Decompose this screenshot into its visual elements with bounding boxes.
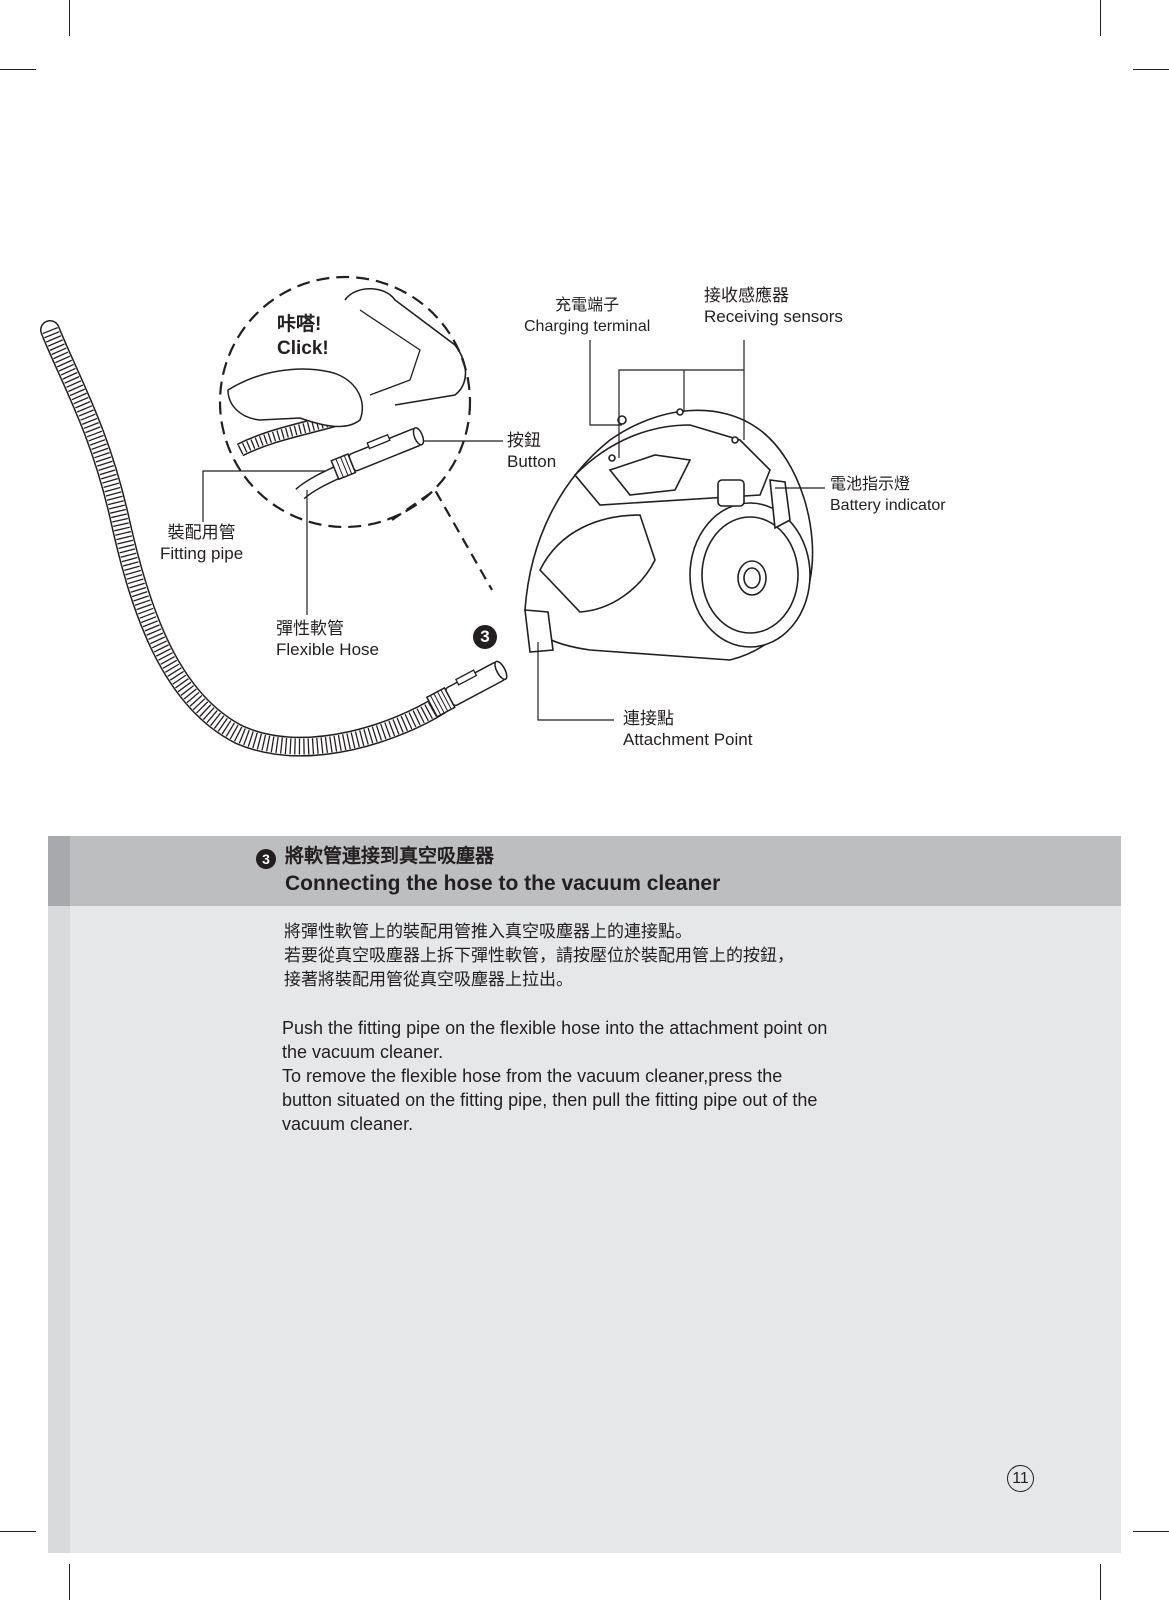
- label-button-en: Button: [507, 452, 557, 471]
- label-charging-terminal-zh: 充電端子: [555, 297, 620, 314]
- step-3-badge: 3: [473, 625, 497, 649]
- label-flexible-hose-en: Flexible Hose: [276, 640, 379, 659]
- label-fitting-pipe-zh: 裝配用管: [167, 523, 236, 542]
- click-callout: 咔嗒! Click!: [277, 313, 329, 361]
- crop-mark: [0, 69, 36, 71]
- label-attachment-point: 連接點 Attachment Point: [623, 708, 752, 750]
- label-battery-indicator: 電池指示燈 Battery indicator: [830, 474, 946, 516]
- section-title-en: Connecting the hose to the vacuum cleane…: [285, 872, 721, 895]
- label-fitting-pipe: 裝配用管 Fitting pipe: [160, 522, 243, 564]
- vacuum-hose-illustration: [40, 275, 825, 757]
- vacuum-cleaner-drawing: [524, 408, 814, 661]
- instruction-zh-line: 將彈性軟管上的裝配用管推入真空吸塵器上的連接點。: [284, 922, 692, 941]
- page-number: 11: [1007, 1465, 1034, 1492]
- instruction-en-line: the vacuum cleaner.: [282, 1042, 444, 1062]
- crop-mark: [69, 0, 71, 36]
- panel-edge-strip: [48, 836, 70, 1553]
- instruction-en-line: vacuum cleaner.: [282, 1114, 414, 1134]
- label-fitting-pipe-en: Fitting pipe: [160, 544, 244, 563]
- magnifier-callout: [218, 275, 493, 591]
- label-receiving-sensors-en: Receiving sensors: [704, 307, 843, 326]
- instructions-en: Push the fitting pipe on the flexible ho…: [282, 1016, 922, 1136]
- crop-mark: [1133, 69, 1169, 71]
- section-header-band: [48, 836, 1121, 906]
- label-charging-terminal-en: Charging terminal: [524, 318, 651, 335]
- label-button: 按鈕 Button: [507, 430, 556, 472]
- instruction-en-line: button situated on the fitting pipe, the…: [282, 1090, 818, 1110]
- header-edge-strip: [48, 836, 70, 906]
- fitting-pipe-drawing: [425, 660, 508, 718]
- section-step-badge: 3: [256, 849, 276, 869]
- label-receiving-sensors-zh: 接收感應器: [704, 286, 789, 305]
- leader-lines: [202, 340, 825, 721]
- label-battery-indicator-en: Battery indicator: [830, 497, 946, 514]
- label-battery-indicator-zh: 電池指示燈: [830, 476, 911, 493]
- flexible-hose-drawing: [40, 320, 450, 757]
- crop-mark: [1100, 0, 1102, 36]
- label-attachment-point-zh: 連接點: [623, 709, 674, 728]
- instruction-en-line: To remove the flexible hose from the vac…: [282, 1066, 783, 1086]
- label-flexible-hose-zh: 彈性軟管: [276, 619, 344, 638]
- label-flexible-hose: 彈性軟管 Flexible Hose: [276, 618, 379, 660]
- crop-mark: [1100, 1564, 1102, 1600]
- section-title-zh: 將軟管連接到真空吸塵器: [285, 846, 495, 867]
- instructions-zh: 將彈性軟管上的裝配用管推入真空吸塵器上的連接點。 若要從真空吸塵器上拆下彈性軟管…: [284, 920, 924, 992]
- crop-mark: [69, 1564, 71, 1600]
- crop-mark: [1133, 1531, 1169, 1533]
- click-zh: 咔嗒!: [277, 314, 322, 335]
- instruction-panel: [48, 836, 1121, 1553]
- label-button-zh: 按鈕: [507, 431, 541, 450]
- label-receiving-sensors: 接收感應器 Receiving sensors: [704, 285, 843, 327]
- click-en: Click!: [277, 338, 329, 359]
- crop-mark: [0, 1531, 36, 1533]
- label-attachment-point-en: Attachment Point: [623, 730, 753, 749]
- instruction-zh-line: 接著將裝配用管從真空吸塵器上拉出。: [284, 970, 573, 989]
- label-charging-terminal: 充電端子 Charging terminal: [524, 295, 650, 337]
- instruction-en-line: Push the fitting pipe on the flexible ho…: [282, 1018, 828, 1038]
- instruction-zh-line: 若要從真空吸塵器上拆下彈性軟管，請按壓位於裝配用管上的按鈕，: [284, 946, 794, 965]
